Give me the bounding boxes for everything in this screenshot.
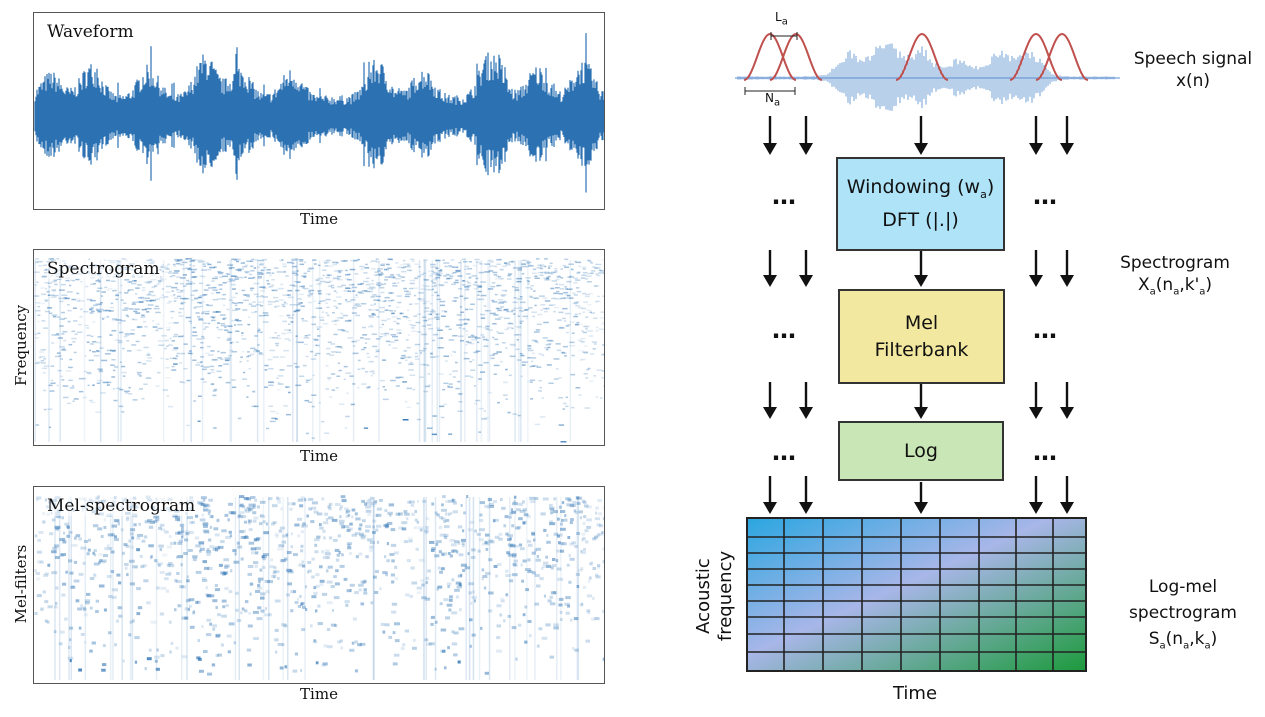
side-arrow-r4-2-head <box>799 502 813 514</box>
side-arrow-r4-4-head <box>1060 502 1074 514</box>
speech-signal-label: Speech signal x(n) <box>1133 49 1253 91</box>
side-arrow-r2-2-head <box>799 275 813 287</box>
spectrogram-xlabel: Time <box>300 447 338 465</box>
window-curve-2 <box>769 32 823 81</box>
side-arrow-r3-4-head <box>1060 407 1074 419</box>
flow-arrows <box>763 116 1074 514</box>
signal-trace <box>737 43 1115 111</box>
waveform-panel: Waveform <box>33 12 605 210</box>
windowing-dft-box: Windowing (wa) DFT (|.|) <box>836 157 1005 251</box>
window-curve-1 <box>743 32 797 81</box>
log-mel-grid-fill <box>746 517 1087 672</box>
ellipsis-left-2: … <box>772 316 797 344</box>
spectrogram-panel: Spectrogram <box>33 249 605 446</box>
side-arrow-r3-3-head <box>1029 407 1043 419</box>
grid-xlabel: Time <box>892 683 938 704</box>
window-measurements <box>744 32 798 95</box>
ellipsis-left-3: … <box>772 438 797 466</box>
side-arrow-r1-3-head <box>1029 143 1043 155</box>
center-arrow-3-head <box>914 407 928 419</box>
window-functions <box>743 32 1089 81</box>
ellipsis-right-1: … <box>1033 182 1058 210</box>
ellipsis-right-3: … <box>1033 438 1058 466</box>
side-arrow-r4-3-head <box>1029 502 1043 514</box>
side-arrow-r1-4-head <box>1060 143 1074 155</box>
mel-spectrogram-xlabel: Time <box>300 685 338 703</box>
grid-ylabel: Acoustic frequency <box>693 550 736 642</box>
window-shift-label: Na <box>765 91 781 109</box>
window-curve-5 <box>1035 32 1089 81</box>
ellipsis-left-1: … <box>772 182 797 210</box>
side-arrow-r3-1-head <box>763 407 777 419</box>
side-arrow-r4-1-head <box>763 502 777 514</box>
waveform-trace <box>34 33 604 193</box>
center-arrow-4-head <box>914 502 928 514</box>
side-arrow-r1-2-head <box>799 143 813 155</box>
spectrogram-title: Spectrogram <box>47 259 160 279</box>
waveform-title: Waveform <box>47 22 134 42</box>
log-mel-label: Log-mel spectrogram Sa(na,ka) <box>1129 577 1237 652</box>
side-arrow-r2-1-head <box>763 275 777 287</box>
center-arrow-1-head <box>914 143 928 155</box>
center-arrow-2-head <box>914 275 928 287</box>
mel-spectrogram-panel: Mel-spectrogram <box>33 486 605 684</box>
speech-signal-graphic <box>735 43 1120 111</box>
mel-energy-marks <box>34 495 604 680</box>
log-mel-grid <box>746 517 1087 672</box>
window-curve-4 <box>1009 32 1063 81</box>
mel-spectrogram-title: Mel-spectrogram <box>47 496 196 516</box>
spectrogram-energy-marks <box>34 258 604 443</box>
spectrogram-label: Spectrogram Xa(na,k'a) <box>1120 253 1230 298</box>
side-arrow-r3-2-head <box>799 407 813 419</box>
window-curve-3 <box>895 32 949 81</box>
side-arrow-r2-4-head <box>1060 275 1074 287</box>
side-arrow-r1-1-head <box>763 143 777 155</box>
spectrogram-plot <box>34 258 604 443</box>
window-length-label: La <box>775 10 788 28</box>
waveform-xlabel: Time <box>300 210 338 228</box>
mel-spectrogram-plot <box>34 495 604 680</box>
ellipsis-right-2: … <box>1033 316 1058 344</box>
mel-filterbank-box: Mel Filterbank <box>838 289 1005 384</box>
waveform-plot <box>34 33 604 193</box>
side-arrow-r2-3-head <box>1029 275 1043 287</box>
log-box: Log <box>838 421 1004 481</box>
